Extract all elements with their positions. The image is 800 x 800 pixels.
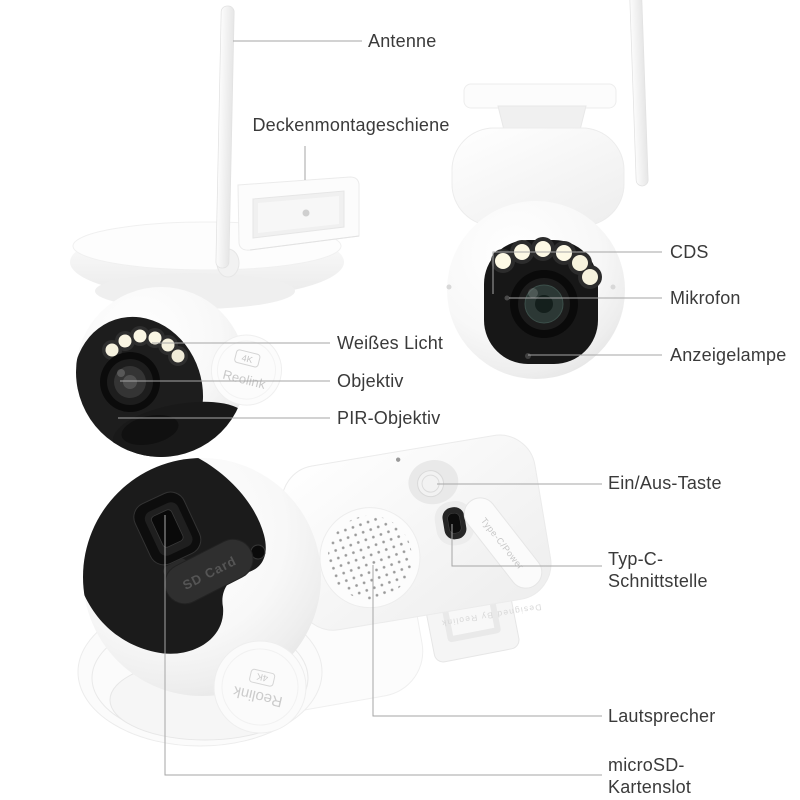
- brand-disc: 4K Reolink: [210, 334, 282, 406]
- label-typ-c-schnittstelle: Typ-C- Schnittstelle: [608, 548, 708, 592]
- camera-side-view: 4K Reolink: [70, 5, 360, 457]
- antenna-rod-right: [629, 0, 649, 187]
- microsd-slot: [133, 491, 202, 566]
- lens-core: [123, 375, 137, 389]
- sd-flap-pill: [164, 538, 254, 605]
- brand-disc-ring: [221, 648, 299, 726]
- label-lautsprecher: Lautsprecher: [608, 706, 716, 726]
- power-button: [417, 470, 445, 498]
- rail-screw-hole: [302, 209, 310, 217]
- camera-bottom-view: Designed By Reolink Type-C/Power SD Card: [77, 434, 552, 747]
- callout-line-microsd: [164, 515, 602, 776]
- badge-4k-text: 4K: [255, 670, 269, 683]
- lens-highlight: [117, 369, 125, 377]
- rail-recess-inner: [258, 196, 339, 233]
- speaker-grille: [319, 507, 421, 609]
- led-light: [556, 245, 572, 261]
- pan-hinge-dot: [446, 284, 452, 290]
- led-light: [582, 269, 598, 285]
- slot-opening: [151, 509, 184, 548]
- camera-ball-underside: [83, 458, 266, 654]
- lens-highlight: [528, 288, 538, 298]
- label-mikrofon: Mikrofon: [670, 288, 741, 308]
- rail-bottom-lip: [249, 235, 360, 251]
- label-objektiv: Objektiv: [337, 371, 404, 391]
- antenna-rod: [215, 5, 235, 269]
- mount-plate: [463, 83, 617, 109]
- led-light: [535, 241, 551, 257]
- label-anzeigelampe: Anzeigelampe: [670, 345, 787, 365]
- label-typ-c-line1: Typ-C-: [608, 549, 664, 569]
- label-cds: CDS: [670, 242, 709, 262]
- brand-disc-bottom: Reolink 4K: [213, 640, 307, 734]
- camera-lens: [100, 352, 160, 412]
- callout-lines: [118, 40, 662, 776]
- pir-lens: [121, 415, 179, 445]
- label-antenne: Antenne: [368, 31, 437, 51]
- callout-line-cds: [492, 251, 662, 294]
- camera-lens: [510, 270, 578, 338]
- label-ein-aus-taste: Ein/Aus-Taste: [608, 473, 722, 493]
- camera-front-view: [446, 0, 649, 379]
- label-typ-c-line2: Schnittstelle: [608, 571, 708, 591]
- label-weisses-licht: Weißes Licht: [337, 333, 444, 353]
- led-light: [133, 329, 147, 343]
- led-light: [148, 331, 162, 345]
- callout-line-lautsprecher: [372, 565, 602, 717]
- lens-core: [535, 295, 553, 313]
- led-light: [495, 253, 511, 269]
- reset-pinhole: [395, 457, 401, 462]
- camera-body-back: Designed By Reolink: [281, 434, 552, 631]
- grille-holes: [327, 515, 412, 600]
- led-light: [572, 255, 588, 271]
- microphone-hole: [504, 295, 510, 301]
- brand-disc-plate: [213, 640, 307, 734]
- ceiling-mount-rail: [237, 176, 360, 251]
- status-led: [525, 353, 531, 359]
- badge-4k-frame: [249, 668, 276, 687]
- typec-port-pin: [447, 512, 462, 534]
- led-light: [105, 343, 119, 357]
- label-microsd-kartenslot: microSD- Kartenslot: [608, 754, 691, 798]
- camera-ball-face: [484, 237, 602, 364]
- badge-4k-frame: [234, 349, 261, 368]
- led-light: [118, 334, 132, 348]
- label-microsd-line2: Kartenslot: [608, 777, 692, 797]
- led-light: [161, 338, 175, 352]
- pan-hinge-dot: [610, 284, 616, 290]
- label-pir-objektiv: PIR-Objektiv: [337, 408, 441, 428]
- badge-4k-text: 4K: [241, 353, 254, 365]
- label-deckenmontageschiene: Deckenmontageschiene: [252, 115, 450, 135]
- callout-line-typ-c: [451, 524, 602, 567]
- ceiling-mount: [451, 83, 625, 227]
- brand-disc-ring: [216, 340, 276, 400]
- brand-disc-plate: [210, 334, 282, 406]
- camera-ball-face: [76, 316, 246, 457]
- led-light: [171, 349, 185, 363]
- white-light-leds: [491, 237, 602, 289]
- label-microsd-line1: microSD-: [608, 755, 685, 775]
- power-button-ring: [421, 474, 440, 493]
